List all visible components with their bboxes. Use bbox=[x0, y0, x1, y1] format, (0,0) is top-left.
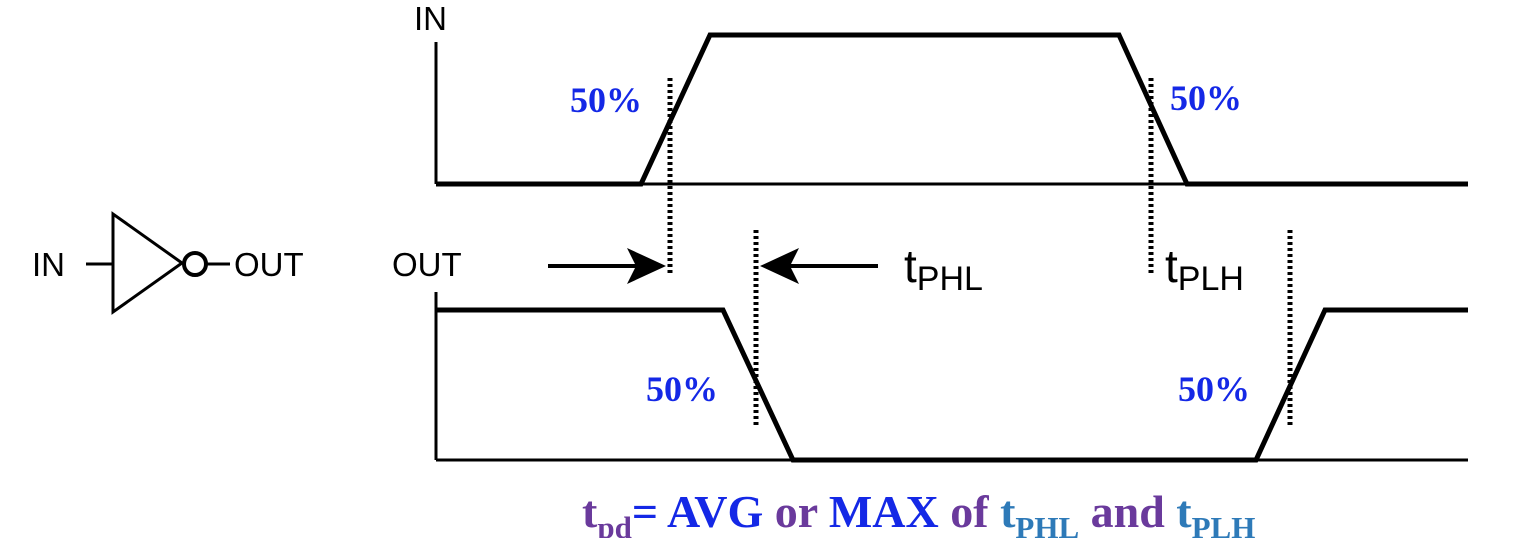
out-waveform-group: OUT bbox=[392, 246, 1468, 463]
out-rise-50-label: 50% bbox=[1178, 369, 1250, 409]
tphl-arrows bbox=[548, 248, 878, 284]
inverter-symbol: IN OUT bbox=[32, 211, 304, 315]
tphl-label: tPHL bbox=[904, 240, 983, 298]
tphl-right-arrowhead bbox=[760, 248, 799, 284]
tphl-left-arrowhead bbox=[627, 248, 666, 284]
out-waveform bbox=[436, 307, 1468, 463]
in-waveform bbox=[436, 32, 1468, 187]
gate-input-label: IN bbox=[32, 246, 65, 283]
gate-output-label: OUT bbox=[234, 246, 304, 283]
out-waveform-label: OUT bbox=[392, 246, 462, 283]
in-rise-50-label: 50% bbox=[570, 80, 642, 120]
tpd-formula: tpd= AVG or MAX of tPHL and tPLH bbox=[582, 486, 1255, 538]
inverter-bubble bbox=[182, 251, 208, 277]
inverter-triangle bbox=[111, 211, 185, 315]
out-fall-50-label: 50% bbox=[646, 369, 718, 409]
tplh-label: tPLH bbox=[1165, 240, 1244, 298]
in-waveform-label: IN bbox=[414, 0, 447, 37]
in-waveform-group: IN bbox=[414, 0, 1468, 187]
in-fall-50-label: 50% bbox=[1170, 78, 1242, 118]
